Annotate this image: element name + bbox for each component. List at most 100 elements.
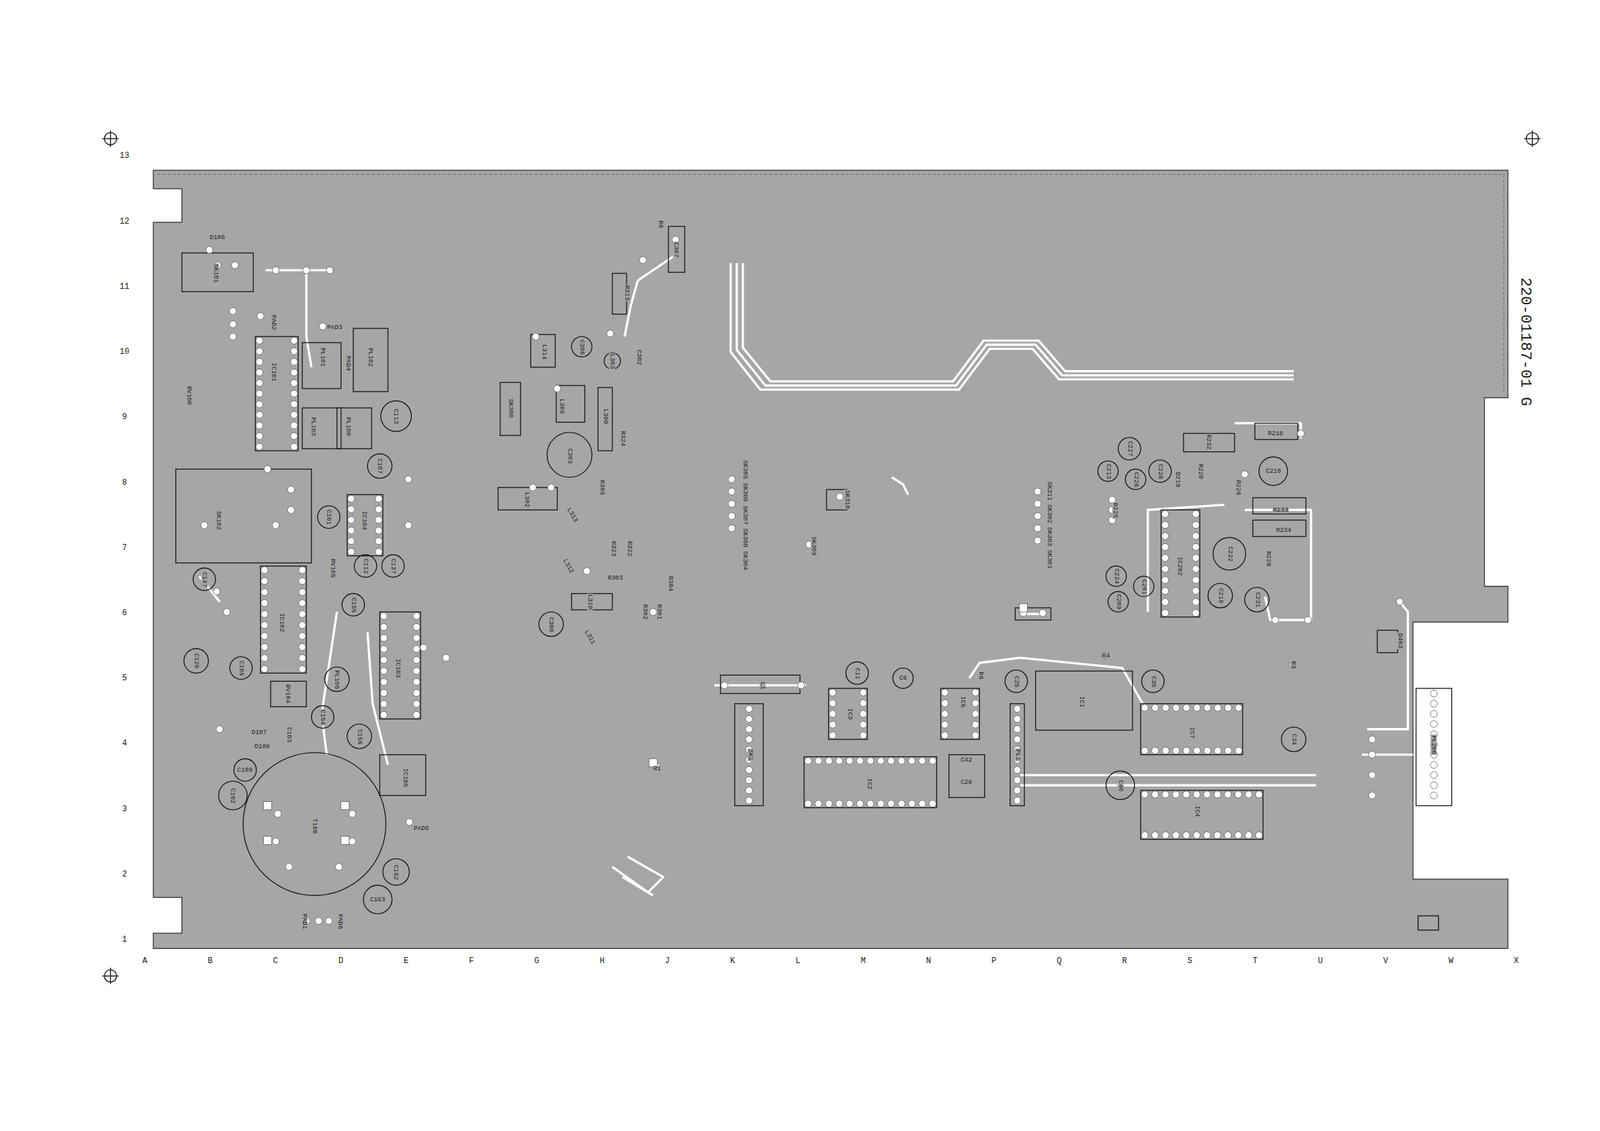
capacitor-outline — [243, 752, 387, 897]
solder-pad — [745, 797, 753, 805]
solder-pad — [828, 689, 836, 696]
component-designator: PAD6 — [336, 912, 343, 930]
grid-reference: 11 — [118, 282, 131, 291]
capacitor-outline — [381, 554, 404, 577]
solder-pad — [1192, 791, 1200, 798]
solder-pad — [290, 390, 298, 397]
component-designator: R232 — [1205, 433, 1212, 451]
component-designator: C120 — [192, 652, 199, 670]
solder-pad — [290, 368, 298, 376]
component-designator: C113 — [392, 408, 399, 426]
component-outline — [1035, 671, 1133, 731]
solder-pad — [348, 810, 356, 818]
solder-pad — [745, 776, 753, 784]
component-designator: R8 — [656, 220, 663, 230]
component-designator: C302 — [635, 348, 642, 366]
track — [730, 263, 1294, 390]
solder-pad — [298, 588, 306, 596]
component-designator: L305 — [558, 397, 565, 415]
component-designator: IC6 — [959, 695, 966, 709]
board-edge-dash — [157, 174, 1504, 394]
capacitor-outline — [571, 336, 592, 357]
component-designator: L310 — [586, 593, 593, 611]
solder-pad — [1297, 429, 1304, 437]
solder-pad — [1214, 746, 1222, 754]
component-designator: C222 — [1226, 546, 1233, 563]
solder-pad — [941, 710, 948, 718]
solder-pad — [1192, 598, 1199, 606]
solder-pad — [1192, 609, 1199, 616]
solder-pad — [290, 443, 298, 451]
component-designator: SK310 — [843, 489, 850, 510]
solder-pad — [1224, 831, 1232, 839]
solder-pad — [347, 527, 355, 535]
capacitor-outline — [1106, 566, 1127, 587]
component-designator: C109 — [236, 767, 254, 774]
solder-pad — [413, 612, 420, 620]
solder-pad — [380, 656, 387, 663]
track — [1147, 505, 1225, 612]
solder-pad — [532, 333, 540, 340]
capacitor-outline — [363, 885, 393, 915]
solder-pad — [867, 757, 874, 765]
capacitor-outline — [1133, 576, 1154, 597]
component-designator: C216 — [1217, 587, 1224, 605]
solder-pad — [290, 347, 298, 355]
solder-pad — [1234, 791, 1242, 798]
component-outline — [302, 407, 342, 449]
solder-pad — [859, 732, 867, 739]
grid-reference: T — [1252, 957, 1259, 966]
component-outline — [260, 566, 307, 674]
solder-pad — [1368, 791, 1376, 799]
solder-pad — [941, 689, 948, 696]
solder-pad — [1013, 705, 1021, 713]
grid-reference: X — [1513, 957, 1520, 966]
component-designator: R305 — [599, 479, 606, 497]
solder-pad — [1224, 791, 1232, 798]
solder-pad — [405, 521, 412, 529]
solder-pad — [375, 495, 383, 502]
solder-pad — [1161, 576, 1169, 584]
capacitor-outline — [1213, 537, 1247, 571]
solder-pad — [1141, 831, 1148, 839]
solder-pad — [804, 757, 812, 765]
solder-pad — [1203, 791, 1211, 798]
solder-pad — [1235, 704, 1242, 712]
component-designator: D403 — [1397, 632, 1404, 650]
solder-pad — [1192, 576, 1199, 584]
solder-pad — [918, 757, 926, 765]
solder-pad — [261, 588, 269, 596]
solder-pad — [1172, 746, 1180, 754]
grid-reference: 9 — [121, 413, 128, 422]
solder-pad — [1234, 831, 1242, 839]
capacitor-outline — [1258, 456, 1288, 486]
registration-mark — [102, 967, 119, 985]
solder-pad — [1192, 532, 1199, 540]
capacitor-outline — [353, 554, 377, 577]
solder-pad — [1151, 746, 1159, 754]
registration-mark — [1524, 130, 1541, 147]
capacitor-outline — [546, 432, 592, 478]
solder-pad — [348, 838, 356, 846]
component-outline — [270, 681, 307, 707]
component-designator: C102 — [229, 787, 236, 805]
solder-pad — [835, 757, 843, 765]
grid-reference: 6 — [121, 609, 128, 618]
component-designator: SK101 — [212, 263, 219, 284]
solder-pad — [287, 486, 295, 494]
track — [1020, 773, 1316, 776]
solder-pad — [1396, 598, 1404, 606]
component-designator: T100 — [310, 818, 318, 835]
solder-pad — [1255, 831, 1263, 839]
solder-pad — [1013, 715, 1021, 723]
solder-pad — [290, 337, 298, 344]
component-designator: IC7 — [1188, 726, 1195, 739]
component-designator: PAD4 — [344, 355, 351, 373]
solder-pad — [231, 261, 239, 269]
solder-pad — [413, 678, 420, 686]
component-designator: RV105 — [329, 558, 336, 579]
component-designator: C227 — [1126, 440, 1133, 458]
capacitor-outline — [1097, 460, 1118, 481]
component-outline — [1376, 630, 1398, 653]
component-designator: R3 — [1289, 660, 1296, 670]
